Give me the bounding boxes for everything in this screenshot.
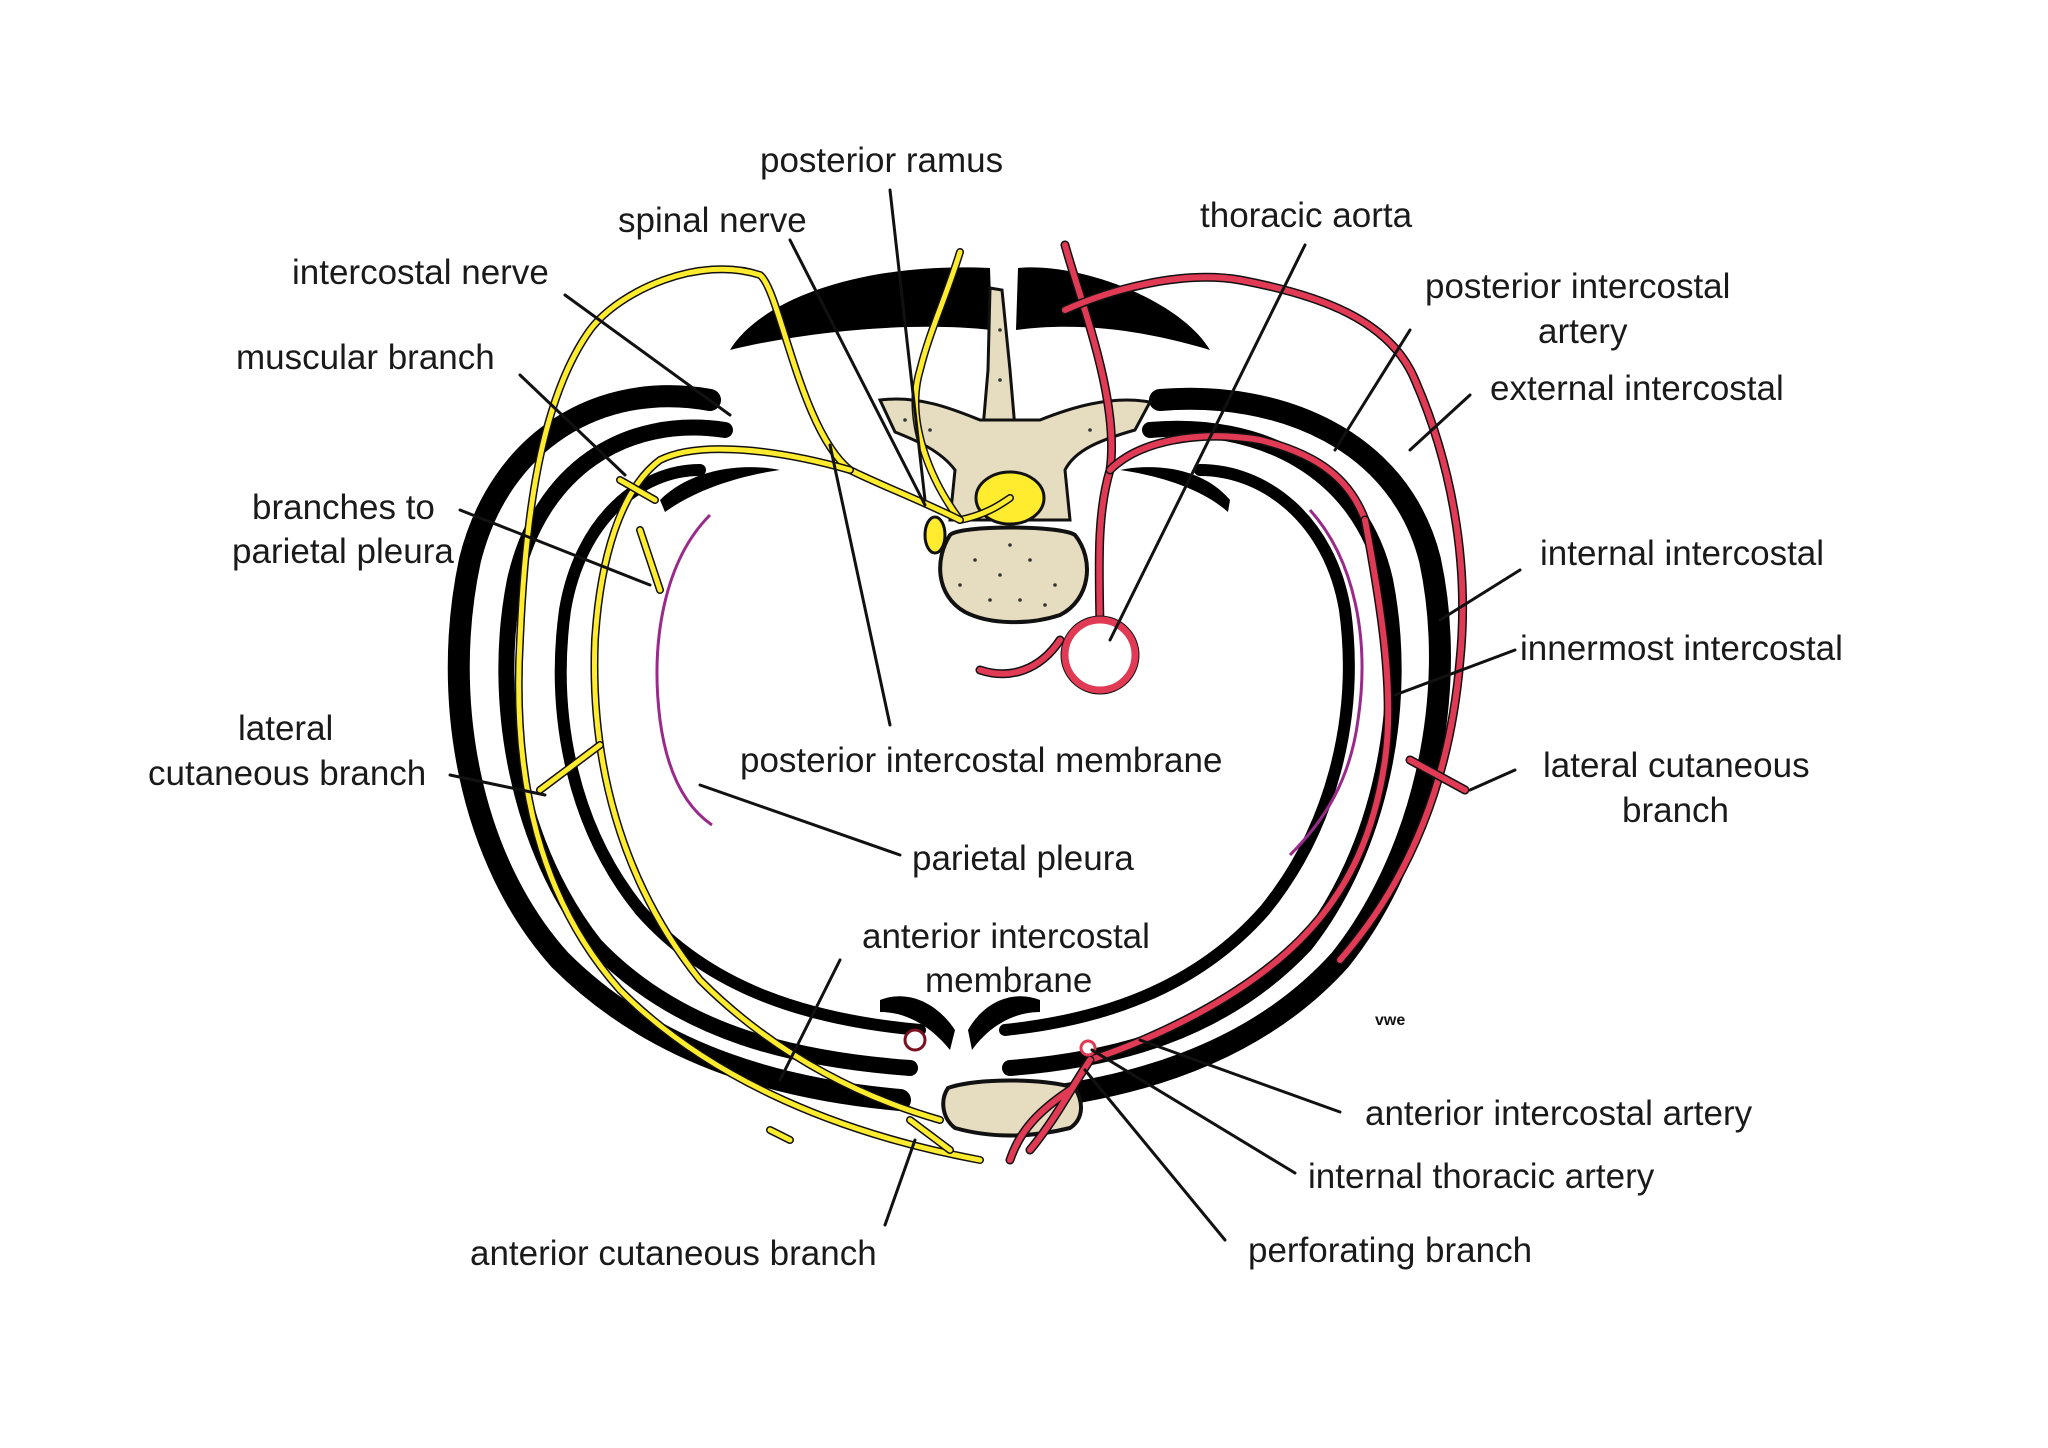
lateral-cutaneous-branch-nerve (537, 742, 603, 793)
vertebral-body (938, 525, 1089, 625)
label-lateral-cutaneous-branch-left-2: cutaneous branch (148, 754, 426, 793)
artist-initials: vwe (1375, 1012, 1405, 1029)
leader-posterior-intercostal-artery (1333, 328, 1412, 452)
leader-parietal-pleura (698, 783, 902, 857)
back-muscle-left (730, 267, 992, 350)
leader-branches-to-parietal-pleura (458, 508, 652, 587)
label-anterior-cutaneous-branch: anterior cutaneous branch (470, 1234, 877, 1273)
leader-anterior-intercostal-artery (1138, 1038, 1342, 1114)
vertebra-texture (903, 328, 1112, 607)
posterior-intercostal-membrane-right (1120, 467, 1230, 512)
label-posterior-intercostal-membrane: posterior intercostal membrane (740, 741, 1222, 780)
label-intercostal-nerve: intercostal nerve (292, 253, 549, 292)
back-muscle-right (1016, 267, 1210, 350)
innermost-intercostal-right (999, 464, 1355, 1036)
intercostal-nerve-system (514, 248, 1014, 1164)
label-parietal-pleura: parietal pleura (912, 839, 1134, 878)
posterior-intercostal-artery (1107, 433, 1368, 523)
label-muscular-branch: muscular branch (236, 338, 495, 377)
label-branches-to-parietal-pleura-1: branches to (252, 488, 435, 527)
label-branches-to-parietal-pleura-2: parietal pleura (232, 532, 454, 571)
leader-external-intercostal (1408, 393, 1472, 452)
thoracic-aorta-wall (1061, 616, 1139, 694)
dorsal-root-ganglion (923, 515, 947, 555)
collateral-artery (1087, 517, 1392, 1063)
label-thoracic-aorta: thoracic aorta (1200, 196, 1413, 235)
label-lateral-cutaneous-branch-left-1: lateral (238, 709, 333, 748)
innermost-intercostal-left (554, 464, 926, 1036)
intercostal-artery-system (903, 240, 1470, 1165)
leader-lines (448, 188, 1522, 1242)
intercostal-nerve (516, 266, 983, 1163)
leader-perforating-branch (1083, 1068, 1227, 1242)
external-intercostal-right (1009, 387, 1451, 1111)
internal-thoracic-artery-vessel (1079, 1039, 1097, 1057)
leader-muscular-branch (518, 373, 627, 477)
label-internal-intercostal: internal intercostal (1540, 534, 1824, 573)
label-posterior-intercostal-artery-1: posterior intercostal (1425, 267, 1730, 306)
leader-anterior-cutaneous-branch (883, 1138, 917, 1227)
labels: posterior ramus spinal nerve intercostal… (148, 141, 1843, 1273)
lateral-cutaneous-branch-artery (1407, 757, 1468, 793)
internal-thoracic-artery-left-vessel (903, 1028, 927, 1052)
leader-innermost-intercostal (1393, 648, 1517, 697)
parietal-pleura-right (1288, 508, 1364, 857)
intercostal-artery-main (1062, 274, 1466, 963)
anterior-intercostal-membrane-left (880, 996, 955, 1050)
vertebral-arch (877, 397, 1153, 522)
label-perforating-branch: perforating branch (1248, 1231, 1532, 1270)
leader-internal-thoracic-artery (1090, 1048, 1297, 1175)
leader-lateral-cutaneous-branch-right (1468, 768, 1517, 792)
leader-posterior-ramus (888, 188, 927, 502)
label-innermost-intercostal: innermost intercostal (1520, 629, 1843, 668)
label-posterior-intercostal-artery-2: artery (1538, 312, 1628, 351)
external-intercostal-left (447, 385, 911, 1111)
label-lateral-cutaneous-branch-right-2: branch (1622, 791, 1729, 830)
parietal-pleura-left (655, 513, 713, 827)
label-lateral-cutaneous-branch-right-1: lateral cutaneous (1543, 746, 1810, 785)
label-anterior-intercostal-artery: anterior intercostal artery (1365, 1094, 1753, 1133)
leader-intercostal-nerve (563, 293, 732, 417)
label-external-intercostal: external intercostal (1490, 369, 1784, 408)
label-anterior-intercostal-membrane-1: anterior intercostal (862, 917, 1150, 956)
internal-intercostal-left (498, 419, 918, 1076)
label-anterior-intercostal-membrane-2: membrane (925, 961, 1092, 1000)
collateral-nerve (592, 446, 943, 1123)
posterior-intercostal-membrane-left (660, 467, 780, 512)
leader-thoracic-aorta (1108, 243, 1307, 642)
leader-posterior-intercostal-membrane (828, 443, 892, 727)
muscular-branch-nerve (617, 477, 663, 593)
leader-spinal-nerve (788, 238, 927, 507)
leader-lateral-cutaneous-branch-left (448, 773, 547, 797)
label-posterior-ramus: posterior ramus (760, 141, 1003, 180)
aorta-branch-left (977, 637, 1063, 677)
label-spinal-nerve: spinal nerve (618, 201, 807, 240)
leader-internal-intercostal (1438, 568, 1522, 622)
vertebra (877, 286, 1153, 625)
anterior-cutaneous-branch-nerve (767, 1117, 953, 1153)
label-internal-thoracic-artery: internal thoracic artery (1308, 1157, 1655, 1196)
anterior-intercostal-membrane-right (968, 996, 1040, 1050)
leader-anterior-intercostal-membrane (778, 958, 842, 1082)
